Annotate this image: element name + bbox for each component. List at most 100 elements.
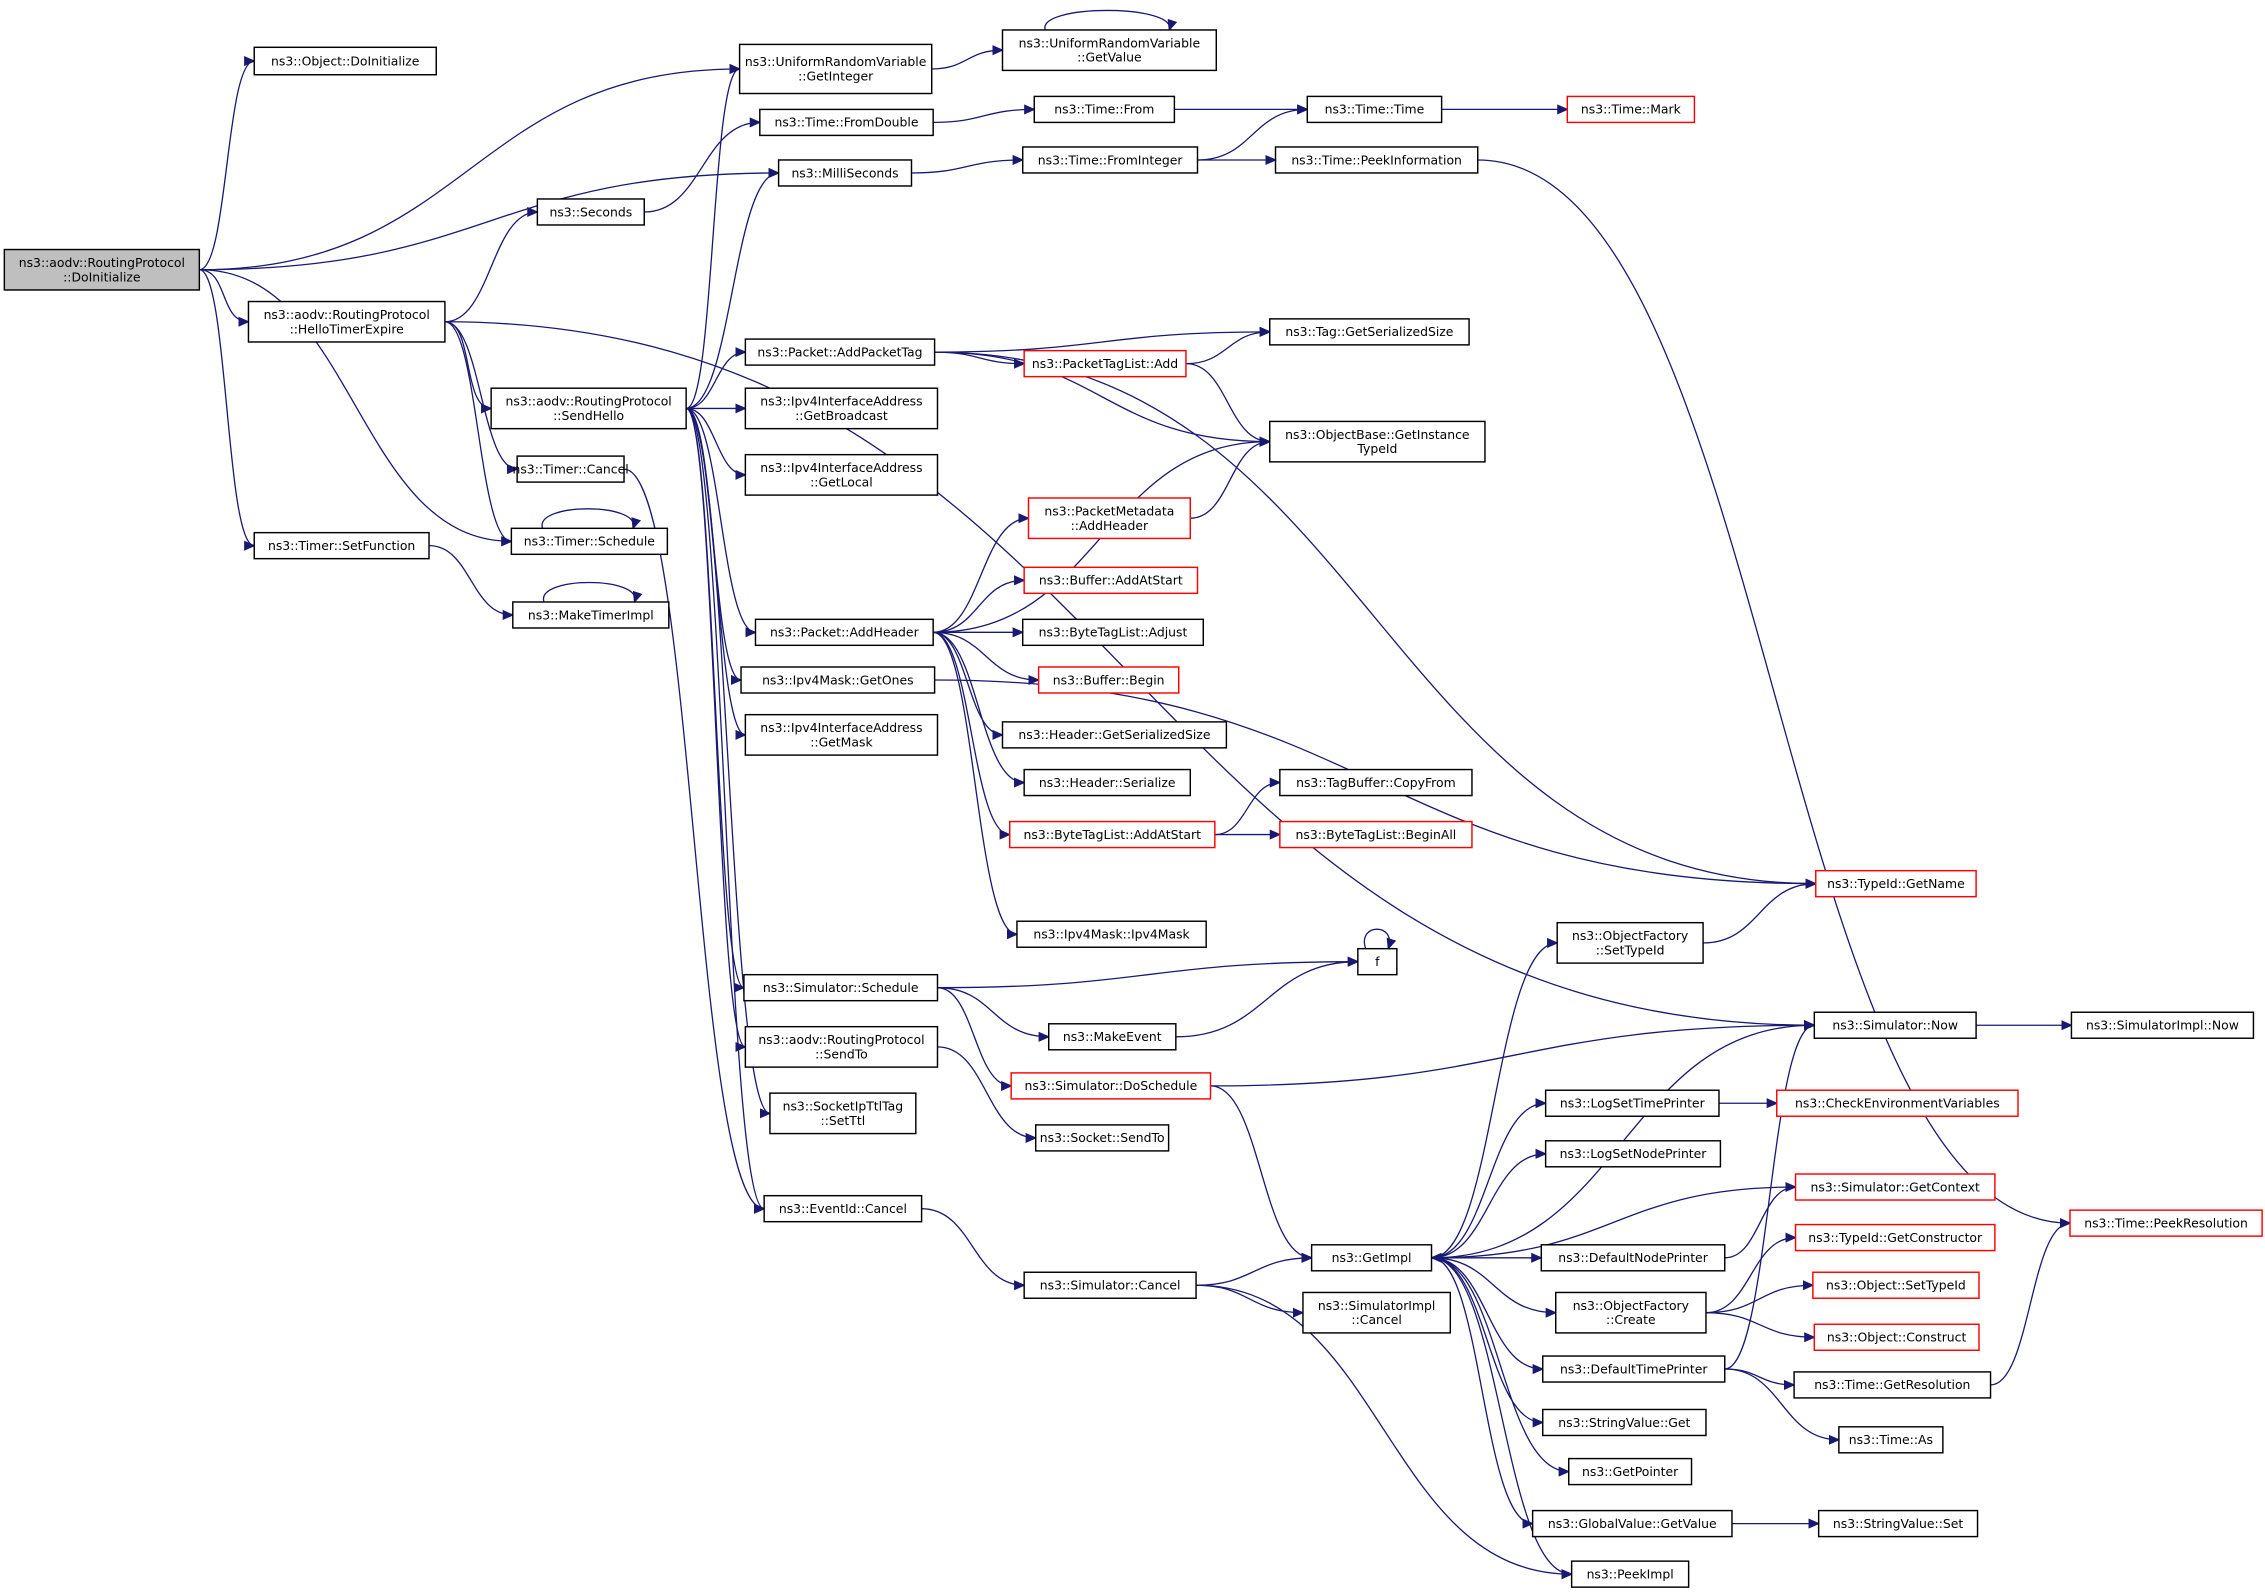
node-box xyxy=(247,300,446,343)
node-tag-buffer-copy-from[interactable]: ns3::TagBuffer::CopyFrom xyxy=(1279,768,1473,797)
edge-get-impl-to-default-time-printer xyxy=(1431,1257,1545,1375)
node-string-value-set[interactable]: ns3::StringValue::Set xyxy=(1817,1509,1979,1538)
node-byte-tag-list-begin-all[interactable]: ns3::ByteTagList::BeginAll xyxy=(1279,820,1473,849)
edge-object-factory-set-type-id-to-type-id-get-name xyxy=(1703,878,1818,944)
node-buffer-add-at-start[interactable]: ns3::Buffer::AddAtStart xyxy=(1023,566,1199,595)
node-label: ns3::Simulator::GetContext xyxy=(1811,1179,1980,1194)
edge-packet-tag-list-add-to-object-base-get-instance-type-id xyxy=(1185,362,1272,447)
node-hello-timer-expire[interactable]: ns3::aodv::RoutingProtocol::HelloTimerEx… xyxy=(247,300,446,343)
node-label: ns3::aodv::RoutingProtocol xyxy=(506,394,672,409)
node-get-pointer[interactable]: ns3::GetPointer xyxy=(1568,1457,1693,1486)
edge-get-impl-to-string-value-get xyxy=(1431,1257,1545,1428)
node-time-peek-resolution[interactable]: ns3::Time::PeekResolution xyxy=(2069,1209,2263,1237)
node-object-factory-set-type-id[interactable]: ns3::ObjectFactory::SetTypeId xyxy=(1556,921,1704,964)
edge-add-header-to-buffer-add-at-start xyxy=(933,575,1026,633)
node-box xyxy=(1357,947,1398,976)
node-time-time[interactable]: ns3::Time::Time xyxy=(1306,95,1443,124)
node-time-from-double[interactable]: ns3::Time::FromDouble xyxy=(759,108,934,137)
node-simulator-schedule[interactable]: ns3::Simulator::Schedule xyxy=(743,973,939,1002)
node-default-node-printer[interactable]: ns3::DefaultNodePrinter xyxy=(1540,1244,1726,1272)
node-timer-cancel[interactable]: ns3::Timer::Cancel xyxy=(512,455,629,483)
node-urv-get-value[interactable]: ns3::UniformRandomVariable::GetValue xyxy=(1001,29,1218,72)
node-get-local[interactable]: ns3::Ipv4InterfaceAddress::GetLocal xyxy=(744,453,939,496)
node-type-id-get-name[interactable]: ns3::TypeId::GetName xyxy=(1815,869,1977,898)
node-box xyxy=(1034,1124,1170,1152)
node-socket-ip-ttl-tag-set-ttl[interactable]: ns3::SocketIpTtlTag::SetTtl xyxy=(769,1092,917,1135)
node-timer-schedule[interactable]: ns3::Timer::Schedule xyxy=(510,527,669,556)
node-box xyxy=(1047,1023,1177,1051)
edge-simulator-schedule-to-make-event xyxy=(937,987,1051,1042)
node-object-set-type-id[interactable]: ns3::Object::SetTypeId xyxy=(1812,1271,1980,1299)
node-packet-metadata-add-header[interactable]: ns3::PacketMetadata::AddHeader xyxy=(1027,497,1192,540)
node-label: ::AddHeader xyxy=(1071,518,1149,533)
node-label: ns3::DefaultNodePrinter xyxy=(1558,1250,1708,1265)
node-get-impl[interactable]: ns3::GetImpl xyxy=(1310,1244,1433,1272)
node-set-function[interactable]: ns3::Timer::SetFunction xyxy=(253,531,430,560)
node-simulator-do-schedule[interactable]: ns3::Simulator::DoSchedule xyxy=(1010,1072,1212,1100)
node-label: ns3::Packet::AddPacketTag xyxy=(757,344,922,359)
node-box xyxy=(759,108,934,137)
node-box xyxy=(1570,1560,1690,1588)
node-time-get-resolution[interactable]: ns3::Time::GetResolution xyxy=(1793,1371,1992,1399)
edge-get-impl-to-object-factory-create xyxy=(1431,1257,1558,1318)
node-ipv4-mask-ipv4-mask[interactable]: ns3::Ipv4Mask::Ipv4Mask xyxy=(1016,920,1207,948)
node-simulator-cancel[interactable]: ns3::Simulator::Cancel xyxy=(1023,1271,1197,1299)
node-default-time-printer[interactable]: ns3::DefaultTimePrinter xyxy=(1542,1355,1726,1383)
node-label: TypeId xyxy=(1356,441,1397,456)
node-get-mask[interactable]: ns3::Ipv4InterfaceAddress::GetMask xyxy=(744,713,939,756)
node-packet-tag-list-add[interactable]: ns3::PacketTagList::Add xyxy=(1023,349,1187,378)
node-simulator-impl-now[interactable]: ns3::SimulatorImpl::Now xyxy=(2070,1011,2255,1039)
node-ipv4-mask-get-ones[interactable]: ns3::Ipv4Mask::GetOnes xyxy=(740,666,936,694)
node-simulator-get-context[interactable]: ns3::Simulator::GetContext xyxy=(1794,1173,1996,1201)
node-box xyxy=(1021,146,1199,174)
node-f[interactable]: f xyxy=(1357,947,1398,976)
node-socket-send-to[interactable]: ns3::Socket::SendTo xyxy=(1034,1124,1170,1152)
node-global-value-get-value[interactable]: ns3::GlobalValue::GetValue xyxy=(1531,1509,1733,1538)
edge-send-hello-to-event-id-cancel xyxy=(685,407,766,1214)
node-simulator-impl-cancel[interactable]: ns3::SimulatorImpl::Cancel xyxy=(1302,1291,1452,1334)
node-urv-get-integer[interactable]: ns3::UniformRandomVariable::GetInteger xyxy=(738,43,933,95)
node-header-serialize[interactable]: ns3::Header::Serialize xyxy=(1023,768,1192,797)
node-object-construct[interactable]: ns3::Object::Construct xyxy=(1813,1323,1980,1351)
node-send-hello[interactable]: ns3::aodv::RoutingProtocol::SendHello xyxy=(490,387,687,430)
node-time-as[interactable]: ns3::Time::As xyxy=(1838,1426,1944,1454)
node-header-get-serialized-size[interactable]: ns3::Header::GetSerializedSize xyxy=(1001,721,1228,749)
edge-add-packet-tag-to-object-base-get-instance-type-id xyxy=(934,351,1272,447)
node-peek-information[interactable]: ns3::Time::PeekInformation xyxy=(1274,146,1479,174)
node-object-factory-create[interactable]: ns3::ObjectFactory::Create xyxy=(1555,1291,1707,1334)
node-obj-do-init[interactable]: ns3::Object::DoInitialize xyxy=(253,46,437,76)
node-box xyxy=(763,1194,923,1223)
node-add-packet-tag[interactable]: ns3::Packet::AddPacketTag xyxy=(744,338,936,366)
node-get-broadcast[interactable]: ns3::Ipv4InterfaceAddress::GetBroadcast xyxy=(744,387,939,430)
node-time-from-integer[interactable]: ns3::Time::FromInteger xyxy=(1021,146,1199,174)
node-box xyxy=(3,248,201,291)
node-root[interactable]: ns3::aodv::RoutingProtocol::DoInitialize xyxy=(3,248,201,291)
node-time-from[interactable]: ns3::Time::From xyxy=(1033,95,1176,124)
edge-add-packet-tag-to-tag-get-serialized-size xyxy=(934,326,1272,353)
node-buffer-begin[interactable]: ns3::Buffer::Begin xyxy=(1037,666,1180,694)
node-byte-tag-list-adjust[interactable]: ns3::ByteTagList::Adjust xyxy=(1021,618,1205,647)
node-tag-get-serialized-size[interactable]: ns3::Tag::GetSerializedSize xyxy=(1269,318,1470,346)
edge-hello-timer-expire-to-seconds xyxy=(444,206,539,323)
node-log-set-node-printer[interactable]: ns3::LogSetNodePrinter xyxy=(1544,1140,1722,1168)
node-send-to[interactable]: ns3::aodv::RoutingProtocol::SendTo xyxy=(744,1025,939,1068)
node-peek-impl[interactable]: ns3::PeekImpl xyxy=(1570,1560,1690,1588)
node-box xyxy=(1279,820,1473,849)
node-label: ns3::SocketIpTtlTag xyxy=(783,1098,904,1113)
node-event-id-cancel[interactable]: ns3::EventId::Cancel xyxy=(763,1194,923,1223)
node-byte-tag-list-add-at-start[interactable]: ns3::ByteTagList::AddAtStart xyxy=(1008,820,1216,849)
node-make-event[interactable]: ns3::MakeEvent xyxy=(1047,1023,1177,1051)
node-log-set-time-printer[interactable]: ns3::LogSetTimePrinter xyxy=(1544,1089,1720,1117)
edge-hello-timer-expire-to-send-hello xyxy=(444,321,493,414)
node-string-value-get[interactable]: ns3::StringValue::Get xyxy=(1542,1408,1707,1437)
node-time-mark[interactable]: ns3::Time::Mark xyxy=(1566,95,1696,124)
node-add-header[interactable]: ns3::Packet::AddHeader xyxy=(754,618,934,647)
node-check-env-vars[interactable]: ns3::CheckEnvironmentVariables xyxy=(1776,1089,2019,1117)
node-milli-seconds[interactable]: ns3::MilliSeconds xyxy=(777,159,913,187)
node-simulator-now[interactable]: ns3::Simulator::Now xyxy=(1813,1011,1977,1039)
node-label: ns3::Tag::GetSerializedSize xyxy=(1285,324,1453,339)
node-type-id-get-constructor[interactable]: ns3::TypeId::GetConstructor xyxy=(1794,1223,1996,1252)
node-seconds[interactable]: ns3::Seconds xyxy=(536,198,645,226)
node-make-timer-impl[interactable]: ns3::MakeTimerImpl xyxy=(512,601,670,629)
